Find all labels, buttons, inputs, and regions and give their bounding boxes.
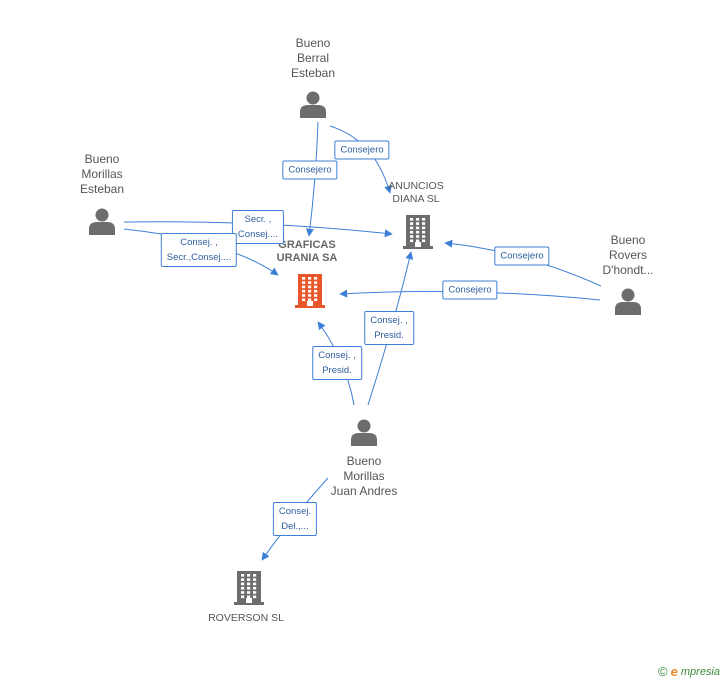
company-label-graficas[interactable]: GRAFICAS URANIA SA	[276, 239, 338, 264]
edge-label-e1[interactable]: Consejero	[334, 140, 390, 160]
person-label-morillas-esteban[interactable]: Bueno Morillas Esteban	[79, 152, 125, 196]
edge-label-e2[interactable]: Consejero	[282, 160, 338, 180]
edge-line-e1	[329, 125, 392, 194]
edge-label-e8[interactable]: Consej. , Presid.	[312, 346, 362, 380]
copyright-icon: ©	[658, 664, 668, 679]
brand-logo-text: mpresia	[680, 665, 720, 678]
company-label-roverson[interactable]: ROVERSON SL	[208, 612, 284, 624]
building-icon[interactable]	[403, 215, 433, 254]
edge-label-e9[interactable]: Consej. Del.,...	[272, 502, 318, 536]
person-icon[interactable]	[614, 287, 642, 320]
company-label-anuncios[interactable]: ANUNCIOS DIANA SL	[388, 180, 444, 205]
edge-label-e7[interactable]: Consej. , Presid.	[364, 311, 414, 345]
person-icon[interactable]	[299, 90, 327, 123]
edge-label-e3[interactable]: Secr. , Consej....	[231, 210, 285, 244]
person-icon[interactable]	[88, 207, 116, 240]
edge-label-e6[interactable]: Consejero	[442, 280, 498, 300]
edge-label-e4[interactable]: Consej. , Secr.,Consej....	[160, 233, 238, 267]
brand-logo-mark: e	[670, 664, 678, 679]
person-label-rovers[interactable]: Bueno Rovers D'hondt...	[602, 233, 654, 277]
building-icon[interactable]	[295, 274, 325, 313]
edge-label-e5[interactable]: Consejero	[494, 246, 550, 266]
person-icon[interactable]	[350, 418, 378, 451]
person-label-berral[interactable]: Bueno Berral Esteban	[290, 36, 336, 80]
person-label-juan-andres[interactable]: Bueno Morillas Juan Andres	[330, 454, 398, 498]
building-icon[interactable]	[234, 571, 264, 610]
